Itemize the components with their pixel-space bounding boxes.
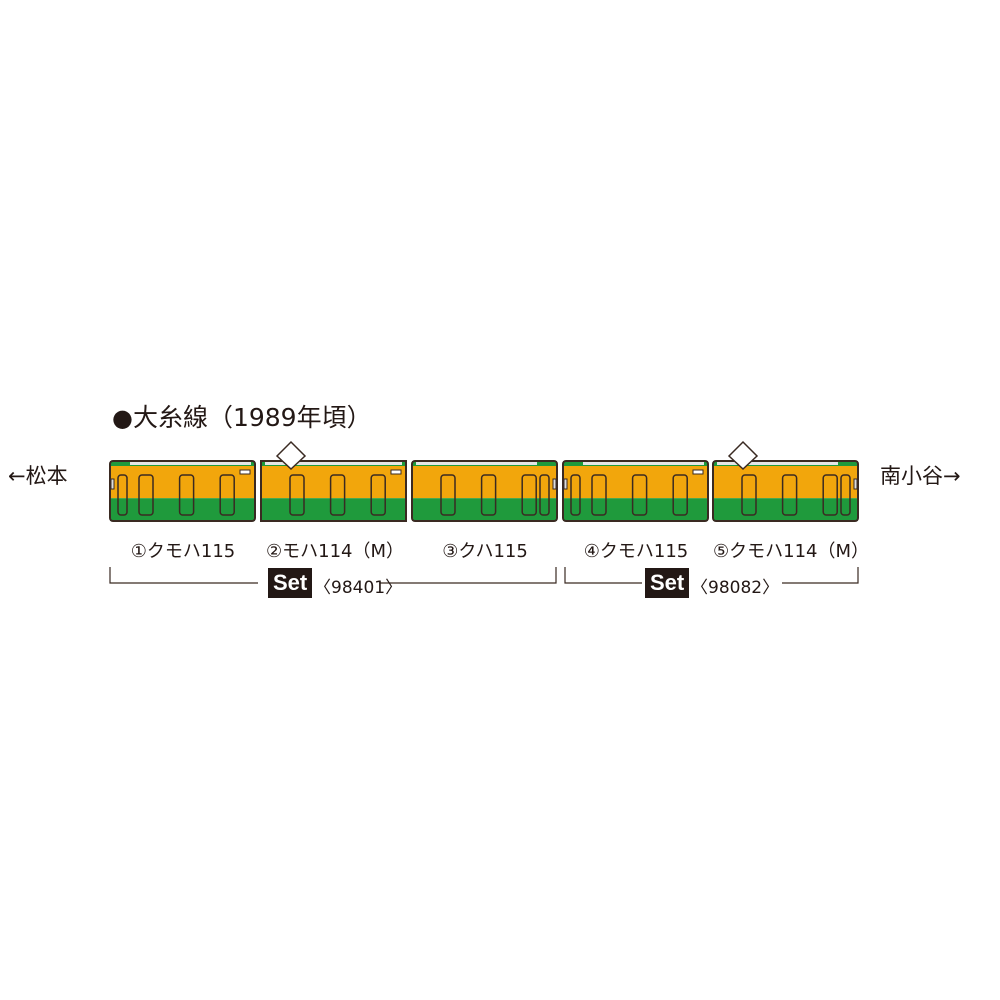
cab-door xyxy=(539,474,550,516)
direction-right: 南小谷→ xyxy=(880,464,961,488)
cab-door xyxy=(840,474,851,516)
car-outline xyxy=(411,460,558,522)
car-outline xyxy=(260,460,407,522)
set-bracket-left xyxy=(564,567,642,584)
set-badge-2: Set xyxy=(645,568,690,598)
headlight xyxy=(110,478,115,490)
car-outline xyxy=(109,460,256,522)
car-outline xyxy=(562,460,709,522)
car-outline xyxy=(712,460,859,522)
set-badge-1: Set xyxy=(268,568,313,598)
door xyxy=(329,474,346,516)
car-body-orange xyxy=(412,461,557,499)
door xyxy=(370,474,386,516)
car-body-orange xyxy=(261,461,406,499)
headlight xyxy=(563,478,568,490)
door xyxy=(480,474,497,516)
headlight xyxy=(853,478,858,490)
pantograph-icon xyxy=(727,440,759,471)
door xyxy=(631,474,648,516)
car-body-green xyxy=(110,498,255,521)
line-title-text: 大糸線（1989年頃） xyxy=(132,403,372,432)
bullet-icon: ● xyxy=(112,404,133,432)
car-body-green xyxy=(261,498,406,521)
car-roof-vent xyxy=(130,462,251,465)
cab-door xyxy=(117,474,128,516)
door xyxy=(781,474,798,516)
car-roof-vent xyxy=(416,462,537,465)
set-number-2: 〈98082〉 xyxy=(691,578,780,598)
door xyxy=(289,474,305,516)
door xyxy=(591,474,607,516)
door xyxy=(178,474,195,516)
set-bracket-left xyxy=(109,567,258,584)
line-title: ●大糸線（1989年頃） xyxy=(112,398,372,434)
car-body-green xyxy=(563,498,708,521)
destination-sign xyxy=(390,469,402,475)
car-body-green xyxy=(412,498,557,521)
car-body-orange xyxy=(110,461,255,499)
door xyxy=(138,474,154,516)
set-number-1: 〈98401〉 xyxy=(314,578,403,598)
car-body-orange xyxy=(563,461,708,499)
car-roof-vent xyxy=(265,462,402,465)
set-bracket-right xyxy=(782,567,859,584)
door xyxy=(672,474,688,516)
door xyxy=(822,474,838,516)
car-body-green xyxy=(713,498,858,521)
destination-sign xyxy=(239,469,251,475)
car-label-4: ④クモハ115 xyxy=(583,541,689,562)
car-roof-vent xyxy=(717,462,838,465)
destination-sign xyxy=(692,469,704,475)
cab-door xyxy=(570,474,581,516)
headlight xyxy=(552,478,557,490)
car-label-3: ③クハ115 xyxy=(442,541,528,562)
door xyxy=(440,474,456,516)
car-label-1: ①クモハ115 xyxy=(130,541,236,562)
door xyxy=(521,474,537,516)
set-bracket-right xyxy=(380,567,557,584)
direction-left: ←松本 xyxy=(8,464,68,488)
car-label-5: ⑤クモハ114（M） xyxy=(713,541,870,562)
pantograph-icon xyxy=(275,440,307,471)
car-label-2: ②モハ114（M） xyxy=(265,541,405,562)
door xyxy=(741,474,757,516)
door xyxy=(219,474,235,516)
car-body-orange xyxy=(713,461,858,499)
car-roof-vent xyxy=(583,462,704,465)
